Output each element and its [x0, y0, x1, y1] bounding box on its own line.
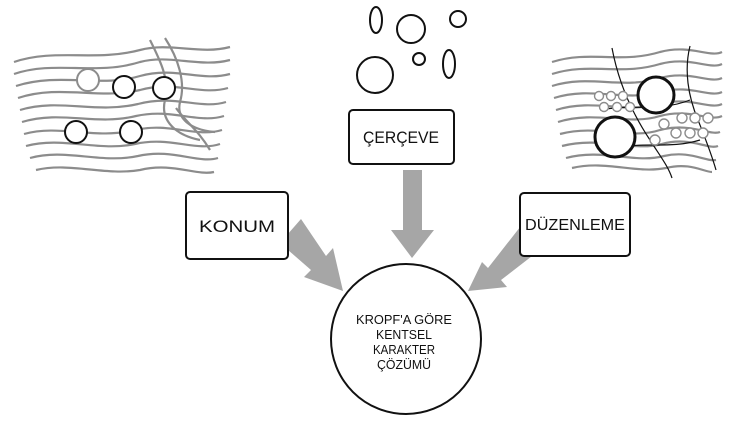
shape-circle — [412, 52, 426, 66]
texture-circle — [152, 76, 176, 100]
box-konum-label: KONUM — [199, 217, 275, 236]
texture-circle — [64, 120, 88, 144]
center-line-3: KARAKTER — [373, 342, 435, 357]
arrow-diagonal-left — [280, 219, 343, 291]
shape-oval — [442, 49, 456, 79]
texture-circle — [76, 68, 100, 92]
center-line-2: KENTSEL — [376, 327, 432, 342]
top-shapes-panel — [356, 6, 467, 94]
center-circle: KROPF'A GÖRE KENTSEL KARAKTER ÇÖZÜMÜ — [330, 263, 482, 415]
shape-oval — [369, 6, 383, 34]
box-konum: KONUM — [185, 191, 289, 260]
arrow-down — [391, 170, 434, 258]
right-texture-panel — [551, 45, 723, 179]
box-cerceve: ÇERÇEVE — [348, 109, 455, 165]
shape-circle — [449, 10, 467, 28]
center-line-4: ÇÖZÜMÜ — [377, 357, 431, 372]
box-duzenleme-label: DÜZENLEME — [525, 216, 625, 234]
texture-circle — [119, 120, 143, 144]
shape-circle — [396, 14, 426, 44]
texture-circle — [112, 75, 136, 99]
texture-circle-large — [593, 115, 637, 159]
box-duzenleme: DÜZENLEME — [519, 192, 631, 257]
center-line-1: KROPF'A GÖRE — [356, 312, 452, 327]
texture-circle-large — [636, 75, 676, 115]
shape-circle — [356, 56, 394, 94]
box-cerceve-label: ÇERÇEVE — [363, 128, 439, 147]
left-texture-panel — [13, 37, 231, 174]
